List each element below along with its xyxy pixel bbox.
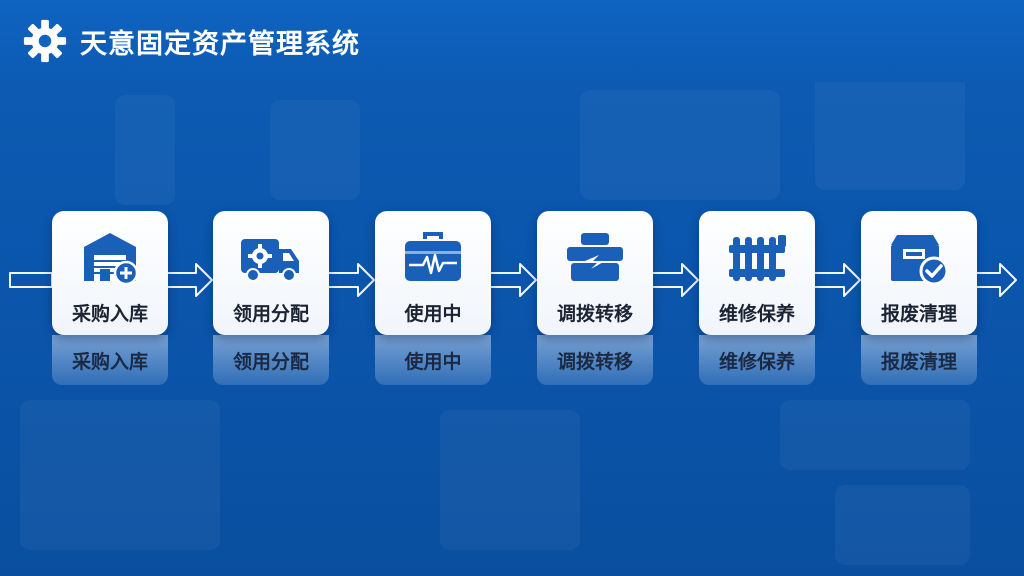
background-tile	[815, 70, 965, 190]
background-tile	[115, 95, 175, 205]
step-reflection-label: 采购入库	[71, 351, 148, 373]
step-label: 领用分配	[232, 303, 309, 325]
flow-arrow	[651, 263, 699, 297]
background-tile	[780, 400, 970, 470]
flow-arrow	[813, 263, 861, 297]
step-reflection-label: 使用中	[404, 351, 462, 373]
step-label: 采购入库	[71, 303, 148, 325]
step-card-allocation: 领用分配	[213, 211, 329, 335]
step-label: 维修保养	[718, 303, 795, 325]
step-reflection: 调拨转移	[537, 335, 653, 385]
flow-arrow	[165, 263, 213, 297]
step-card-in-use: 使用中	[375, 211, 491, 335]
step-reflection-label: 报废清理	[880, 351, 957, 373]
gear-icon	[23, 19, 67, 63]
step-reflection-label: 维修保养	[718, 351, 795, 373]
toolbox-pulse-icon	[405, 232, 461, 281]
step-reflection: 维修保养	[699, 335, 815, 385]
step-label: 调拨转移	[556, 303, 633, 325]
radiator-repair-icon	[729, 235, 786, 281]
background-tile	[440, 410, 580, 550]
step-label: 使用中	[404, 303, 462, 325]
background-tile	[835, 485, 970, 565]
background-tile	[270, 100, 360, 200]
step-card-purchase: 采购入库	[52, 211, 168, 335]
step-reflection: 使用中	[375, 335, 491, 385]
background-tile	[580, 90, 780, 200]
step-label: 报废清理	[880, 303, 957, 325]
step-reflection: 采购入库	[52, 335, 168, 385]
toolbox-transfer-icon	[567, 233, 623, 281]
flow-arrow	[9, 272, 53, 288]
delivery-truck-gear-icon	[241, 239, 299, 282]
page-title: 天意固定资产管理系统	[80, 29, 360, 60]
step-card-maintenance: 维修保养	[699, 211, 815, 335]
warehouse-add-icon	[84, 233, 139, 286]
flow-arrow	[327, 263, 375, 297]
step-reflection: 报废清理	[861, 335, 977, 385]
background-tile	[20, 400, 220, 550]
flow-arrow	[489, 263, 537, 297]
step-card-transfer: 调拨转移	[537, 211, 653, 335]
header-bar: 天意固定资产管理系统	[0, 0, 1024, 82]
disposal-box-check-icon	[891, 235, 949, 286]
flow-arrow	[975, 263, 1017, 297]
step-reflection-label: 领用分配	[232, 351, 309, 373]
step-reflection-label: 调拨转移	[556, 351, 633, 373]
step-card-disposal: 报废清理	[861, 211, 977, 335]
step-reflection: 领用分配	[213, 335, 329, 385]
